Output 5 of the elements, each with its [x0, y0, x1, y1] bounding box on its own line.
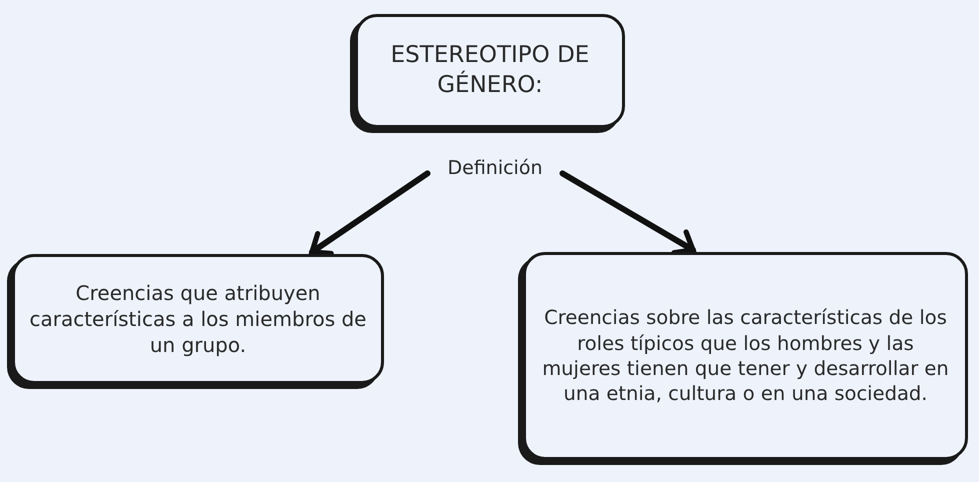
- box-text: Creencias sobre las características de los roles típicos que los hombres y las mujeres tienen que tener y desarrollar en una etnia, cultura o en una sociedad.: [541, 305, 950, 407]
- box-text: ESTEREOTIPO DE GÉNERO:: [390, 41, 590, 100]
- arrow: [309, 170, 430, 256]
- box-text: Creencias que atribuyen características a los miembros de un grupo.: [28, 280, 368, 358]
- definition-label: Definición: [448, 156, 542, 180]
